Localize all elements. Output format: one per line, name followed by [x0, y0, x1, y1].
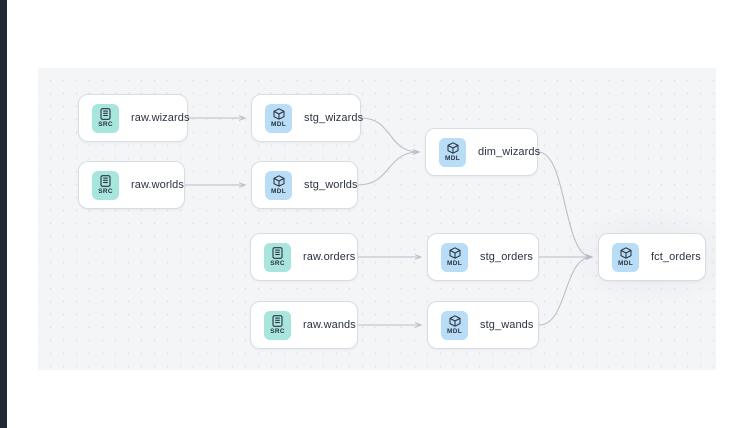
cube-icon: MDL — [439, 137, 466, 167]
node-label: raw.wands — [303, 319, 356, 331]
lineage-node-raw_worlds[interactable]: SRC raw.worlds — [78, 161, 185, 209]
lineage-edge-stg_wizards-to-dim_wizards — [360, 117, 419, 152]
cube-icon: MDL — [612, 242, 639, 272]
lineage-edges-layer — [185, 68, 716, 370]
database-icon: SRC — [264, 310, 291, 340]
lineage-node-stg_orders[interactable]: MDL stg_orders — [427, 233, 539, 281]
lineage-node-stg_wands[interactable]: MDL stg_wands — [427, 301, 539, 349]
node-kind-tag: MDL — [447, 327, 462, 335]
lineage-node-fct_orders[interactable]: MDL fct_orders — [598, 233, 706, 281]
lineage-node-stg_wizards[interactable]: MDL stg_wizards — [251, 94, 364, 142]
node-label: stg_orders — [480, 251, 533, 263]
node-kind-tag: MDL — [618, 259, 633, 267]
lineage-edge-stg_worlds-to-dim_wizards — [357, 152, 419, 186]
lineage-node-dim_wizards[interactable]: MDL dim_wizards — [425, 128, 541, 176]
node-label: raw.wizards — [131, 112, 190, 124]
node-label: fct_orders — [651, 251, 701, 263]
node-kind-tag: MDL — [271, 120, 286, 128]
node-kind-tag: MDL — [447, 259, 462, 267]
lineage-edge-dim_wizards-to-fct_orders — [537, 151, 592, 257]
cube-icon: MDL — [441, 310, 468, 340]
lineage-node-raw_wands[interactable]: SRC raw.wands — [250, 301, 358, 349]
database-icon: SRC — [92, 103, 119, 133]
lineage-edge-stg_wands-to-fct_orders — [538, 257, 592, 326]
node-kind-tag: SRC — [270, 259, 285, 267]
node-label: dim_wizards — [478, 146, 541, 158]
node-kind-tag: MDL — [271, 187, 286, 195]
node-label: stg_wands — [480, 319, 534, 331]
cube-icon: MDL — [265, 103, 292, 133]
lineage-node-raw_wizards[interactable]: SRC raw.wizards — [78, 94, 190, 142]
node-kind-tag: SRC — [270, 327, 285, 335]
left-nav-rail — [0, 0, 7, 428]
node-label: raw.orders — [303, 251, 356, 263]
node-label: raw.worlds — [131, 179, 184, 191]
lineage-node-stg_worlds[interactable]: MDL stg_worlds — [251, 161, 358, 209]
cube-icon: MDL — [265, 170, 292, 200]
database-icon: SRC — [92, 170, 119, 200]
database-icon: SRC — [264, 242, 291, 272]
cube-icon: MDL — [441, 242, 468, 272]
node-kind-tag: SRC — [98, 120, 113, 128]
node-kind-tag: SRC — [98, 187, 113, 195]
node-label: stg_wizards — [304, 112, 364, 124]
lineage-node-raw_orders[interactable]: SRC raw.orders — [250, 233, 358, 281]
node-kind-tag: MDL — [445, 154, 460, 162]
node-label: stg_worlds — [304, 179, 358, 191]
